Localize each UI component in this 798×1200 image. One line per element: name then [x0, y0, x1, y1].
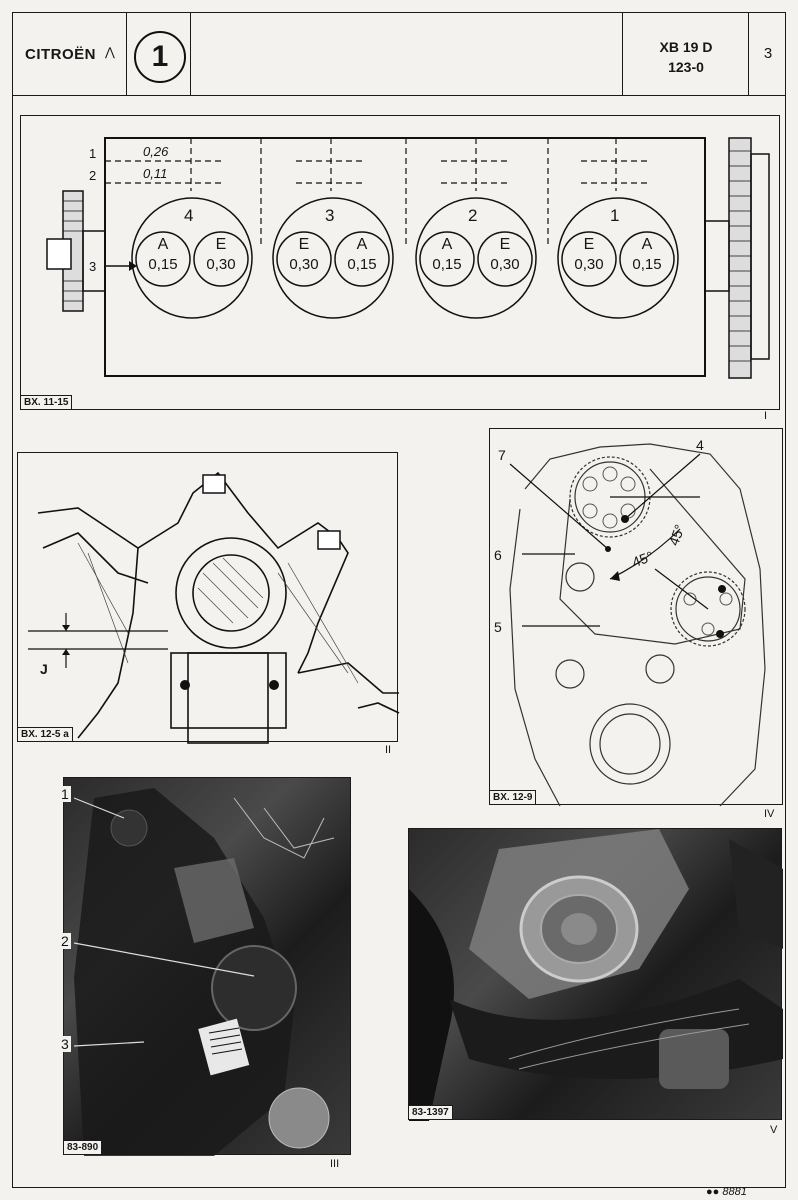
line-label-2: 2: [89, 168, 97, 183]
cylinder-number-2: 2: [468, 206, 478, 225]
figure-caption: BX. 12-9: [489, 790, 537, 805]
valve-clearance: 0,15: [632, 256, 662, 273]
figure-roman-numeral: IV: [764, 808, 775, 820]
cylinder-number-3: 3: [325, 206, 335, 225]
gap-value-026: 0,26: [143, 144, 169, 159]
figure-roman-numeral: I: [764, 410, 768, 422]
valve-clearance: 0,15: [148, 256, 178, 273]
valve-clearance: 0,30: [289, 256, 319, 273]
photo-detail: [409, 829, 783, 1121]
figure-valve-clearance: 1 2 3 0,26 0,11 4 3 2 1 A 0,15 E 0,30 E …: [20, 115, 780, 410]
valve-label: A: [157, 236, 169, 253]
valve-clearance: 0,30: [490, 256, 520, 273]
photo-crankshaft-pulley: 83-1397: [408, 828, 783, 1121]
cylinder-head-diagram: [46, 137, 770, 379]
footer-reference: ●● 8881: [706, 1186, 747, 1198]
valve-clearance: 0,15: [347, 256, 377, 273]
op-code: 123-0: [668, 59, 704, 75]
callout-4: 4: [696, 437, 704, 453]
cylinder-number-4: 4: [184, 206, 194, 225]
cylinder-number-1: 1: [610, 206, 620, 225]
figure-roman-numeral: V: [770, 1124, 778, 1136]
figure-caption: 83-890: [63, 1140, 103, 1155]
page-header: CITROËN ⋀ 1 XB 19 D 123-0 3: [12, 12, 786, 96]
valve-clearance: 0,30: [206, 256, 236, 273]
valve-label: E: [298, 236, 310, 253]
figure-roman-numeral: III: [330, 1158, 340, 1170]
line-label-1: 1: [89, 146, 97, 161]
photo-detail: [73, 788, 335, 1156]
valve-label: A: [641, 236, 653, 253]
valve-label: E: [499, 236, 511, 253]
model-code: XB 19 D: [659, 39, 713, 55]
valve-label: E: [583, 236, 595, 253]
figure-caption: 83-1397: [408, 1105, 453, 1120]
chapter-badge: 1: [134, 31, 186, 83]
brand-logo: CITROËN: [25, 46, 96, 63]
valve-clearance: 0,15: [432, 256, 462, 273]
callout-3: 3: [59, 1036, 71, 1052]
callout-2: 2: [59, 933, 71, 949]
valve-label: E: [215, 236, 227, 253]
rocker-drawing: [28, 471, 400, 744]
callout-6: 6: [494, 547, 502, 563]
chevron-icon: ⋀: [105, 45, 115, 59]
valve-clearance: 0,30: [574, 256, 604, 273]
callout-7: 7: [498, 447, 506, 463]
timing-belt-drawing: [509, 443, 766, 807]
callout-5: 5: [494, 619, 502, 635]
figure-timing-belt: 7 4 6 5 45° 45° BX. 12-9: [489, 428, 783, 807]
photo-timing-cover: 1 2 3 83-890: [59, 777, 351, 1156]
figure-roman-numeral: II: [385, 744, 392, 756]
clearance-label-j: J: [40, 661, 48, 677]
valve-label: A: [356, 236, 368, 253]
page-number: 3: [763, 45, 773, 62]
callout-1: 1: [59, 786, 71, 802]
figure-caption: BX. 11-15: [20, 395, 73, 410]
figure-rocker-section: J BX. 12-5 a: [17, 452, 400, 744]
gap-value-011: 0,11: [143, 166, 168, 181]
line-label-3: 3: [89, 259, 97, 274]
figure-caption: BX. 12-5 a: [17, 727, 73, 742]
valve-label: A: [441, 236, 453, 253]
